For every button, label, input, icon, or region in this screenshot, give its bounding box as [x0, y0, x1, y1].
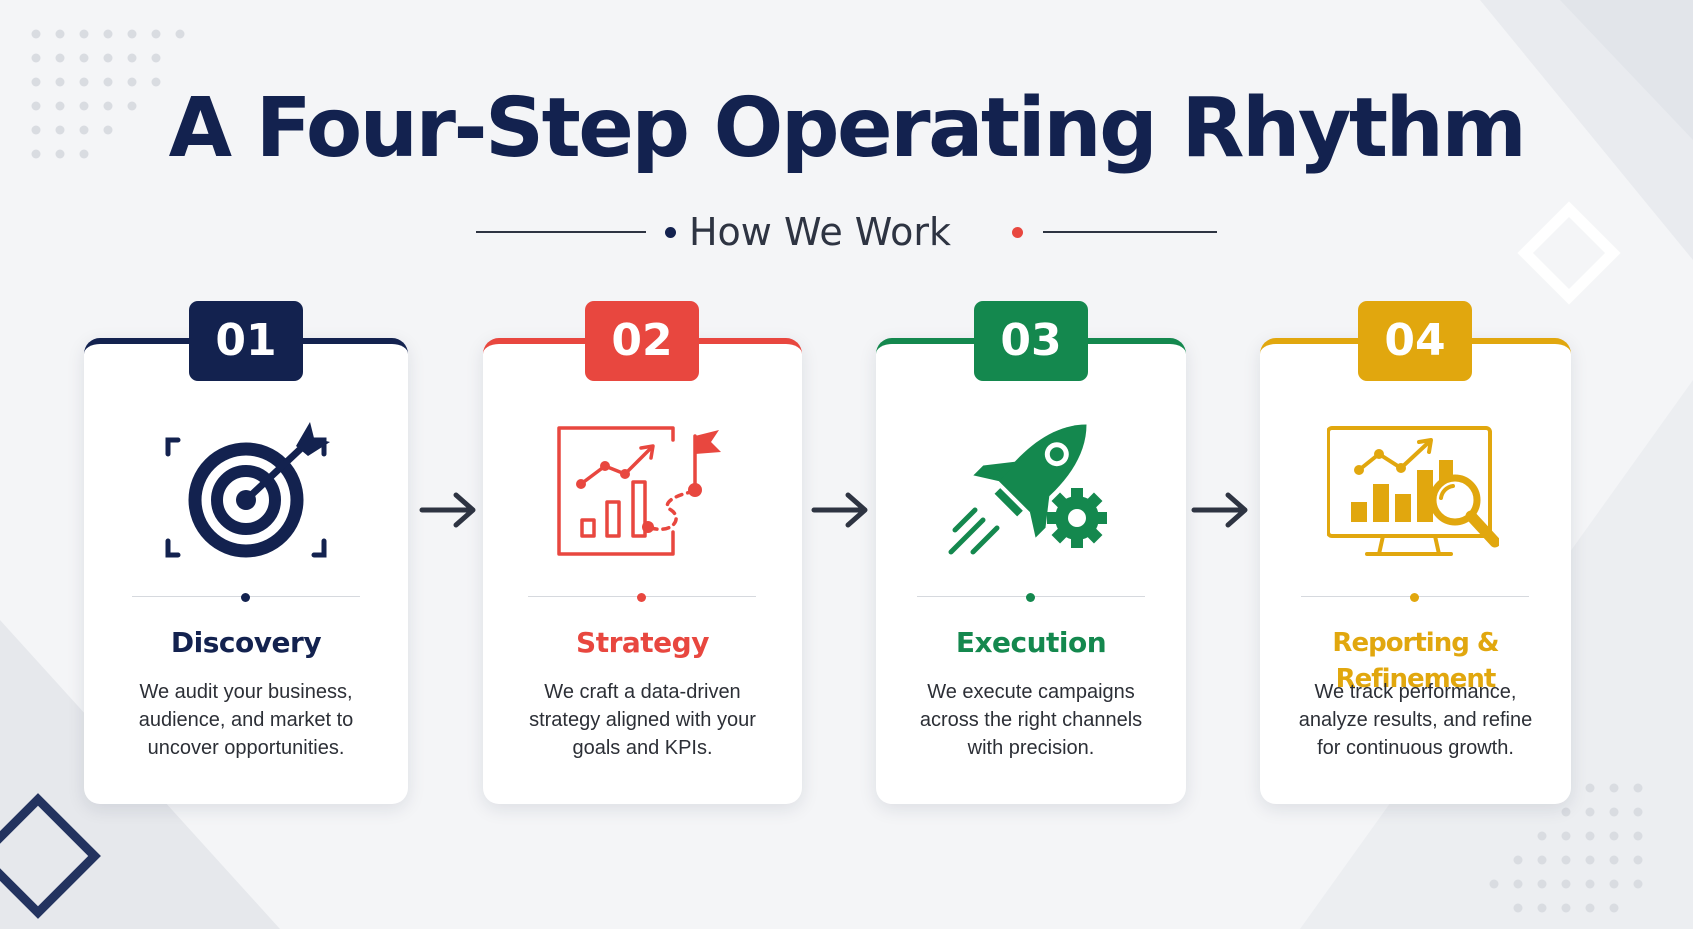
step-description-discovery: We audit your business, audience, and ma… [138, 681, 354, 759]
divider-dot [1026, 593, 1035, 602]
step-number-badge: 03 [974, 301, 1088, 381]
page-title: A Four-Step Operating Rhythm [168, 81, 1527, 176]
step-description-reporting: We track performance, analyze results, a… [1298, 681, 1533, 759]
gear-icon [1047, 488, 1107, 548]
strategy-chart-icon [557, 426, 721, 556]
step-card-strategy [483, 338, 802, 804]
analytics-monitor-icon [1327, 426, 1499, 556]
arrow-right-icon [811, 492, 868, 528]
rocket-gear-icon [948, 424, 1107, 555]
divider-dot [241, 593, 250, 602]
step-title-execution: Execution [955, 626, 1107, 659]
subtitle-dot-left [665, 227, 676, 238]
step-number-badge: 04 [1358, 301, 1472, 381]
subtitle-line-left [476, 231, 646, 233]
target-icon [165, 422, 330, 558]
step-title-reporting: Reporting & Refinement [1332, 628, 1499, 694]
diamond-outline-right [1517, 201, 1621, 305]
step-card-execution [876, 338, 1186, 804]
dot-grid-bottom-right [1489, 783, 1643, 913]
step-card-discovery [84, 338, 408, 804]
diamond-outline-left [0, 793, 101, 919]
subtitle: How We Work [688, 210, 951, 254]
dot-grid-top-left [31, 29, 185, 159]
subtitle-line-right [1043, 231, 1217, 233]
step-description-strategy: We craft a data-driven strategy aligned … [529, 681, 756, 759]
step-card-reporting [1260, 338, 1571, 804]
arrow-right-icon [419, 492, 476, 528]
step-number-badge: 01 [189, 301, 303, 381]
arrow-right-icon [1191, 492, 1248, 528]
step-title-discovery: Discovery [170, 626, 322, 659]
subtitle-dot-right [1012, 227, 1023, 238]
step-number-badge: 02 [585, 301, 699, 381]
step-title-strategy: Strategy [576, 626, 709, 659]
divider-dot [1410, 593, 1419, 602]
subtitle-row: How We Work [0, 210, 1693, 254]
divider-dot [637, 593, 646, 602]
step-description-execution: We execute campaigns across the right ch… [919, 681, 1143, 759]
